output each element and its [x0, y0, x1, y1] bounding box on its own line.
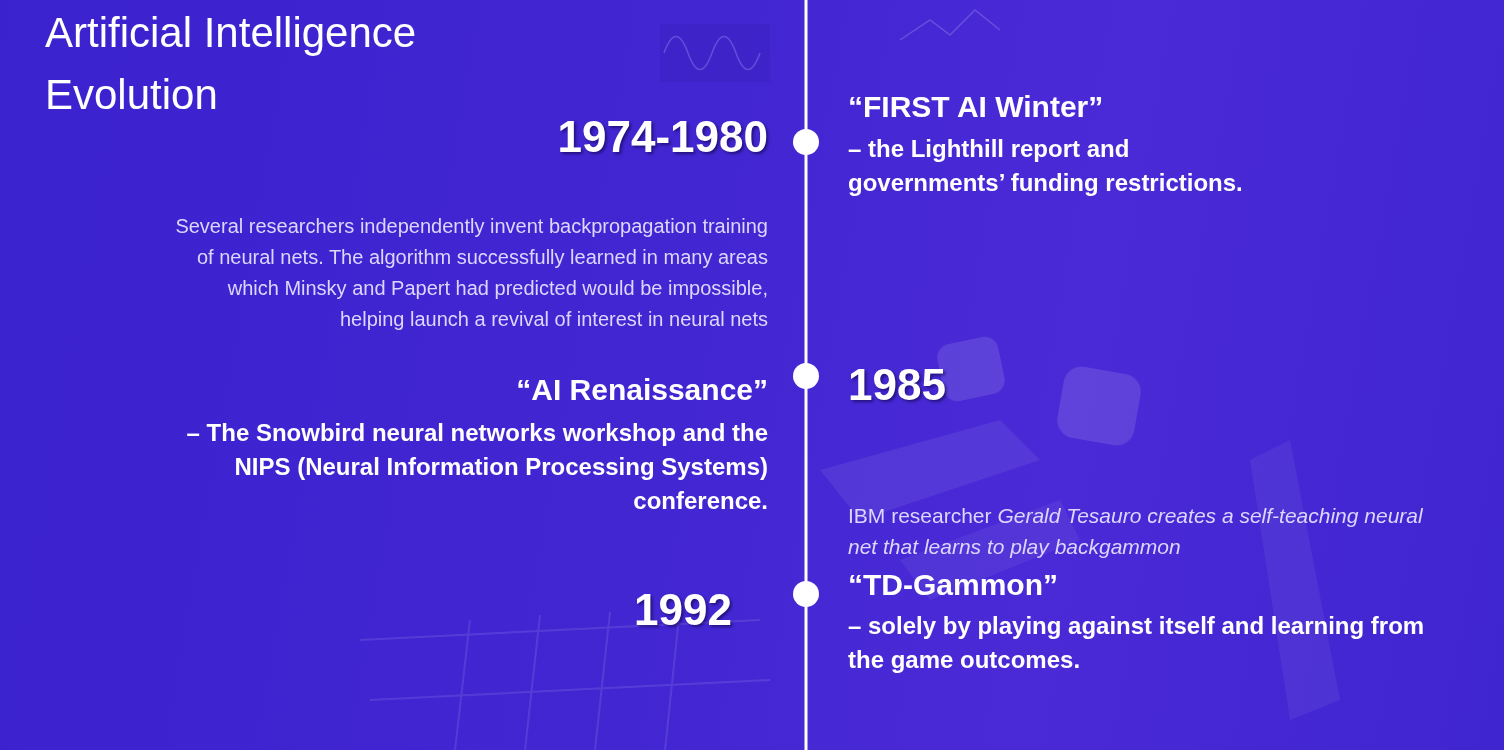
- event-description: Several researchers independently invent…: [168, 211, 768, 335]
- event-subtitle: – the Lighthill report and governments’ …: [848, 132, 1268, 200]
- event-subtitle: – solely by playing against itself and l…: [848, 609, 1448, 677]
- timeline-dot: [793, 363, 819, 389]
- event-subtitle: – The Snowbird neural networks workshop …: [168, 416, 768, 518]
- diagram-title: Artificial Intelligence Evolution: [45, 2, 525, 126]
- event-title: “TD-Gammon”: [848, 567, 1058, 603]
- event-title: “FIRST AI Winter”: [848, 89, 1103, 125]
- event-description: IBM researcher Gerald Tesauro creates a …: [848, 500, 1448, 562]
- event-description-lead: IBM researcher: [848, 504, 992, 527]
- year-label: 1974-1980: [558, 110, 768, 163]
- year-label: 1985: [848, 358, 946, 411]
- year-label: 1992: [634, 583, 732, 636]
- timeline-dot: [793, 581, 819, 607]
- timeline-dot: [793, 129, 819, 155]
- chart-sketch: [660, 10, 1000, 82]
- event-title: “AI Renaissance”: [516, 372, 768, 408]
